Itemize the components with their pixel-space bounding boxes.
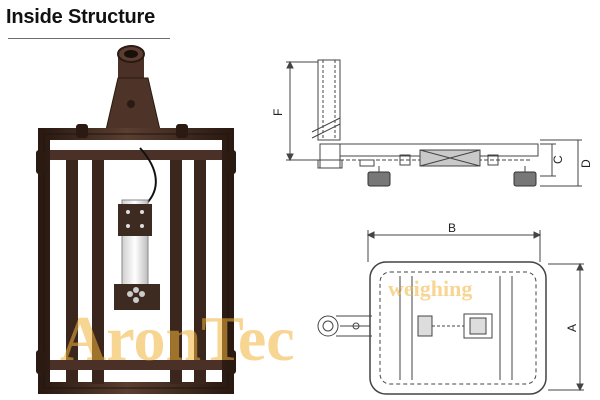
watermark-sub: weighing	[388, 276, 472, 301]
dimension-f-label: F	[271, 109, 285, 116]
dimension-d-label: D	[579, 159, 593, 168]
dimension-b-label: B	[448, 221, 456, 235]
side-view-drawing	[286, 59, 582, 187]
dimension-c-label: C	[551, 155, 565, 164]
heading-underline	[8, 38, 170, 39]
section-heading: Inside Structure	[6, 6, 156, 28]
watermark-brand: AronTec	[60, 303, 295, 374]
dimension-a-label: A	[565, 324, 579, 332]
scale-frame-photo	[36, 45, 236, 394]
top-view-drawing	[317, 230, 584, 395]
brand-watermark: AronTec weighing	[60, 276, 472, 374]
